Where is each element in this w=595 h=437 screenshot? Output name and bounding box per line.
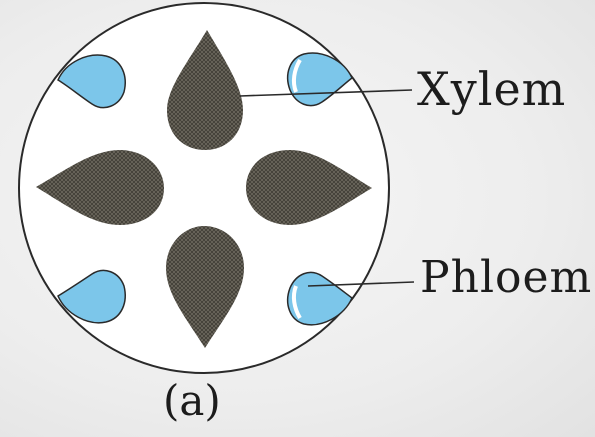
xylem-bottom [166, 226, 244, 348]
phloem-leader-line [307, 281, 415, 287]
phloem-top-left [57, 54, 126, 109]
phloem-top-right [286, 52, 353, 107]
phloem-label: Phloem [420, 252, 593, 303]
figure-caption: (a) [163, 376, 221, 425]
phloem-bottom-right [286, 271, 353, 326]
phloem-bottom-left [57, 269, 126, 324]
xylem-left [36, 150, 164, 225]
xylem-right [246, 150, 372, 225]
xylem-label: Xylem [417, 62, 567, 116]
xylem-leader-line [239, 89, 413, 97]
xylem-top [167, 30, 243, 150]
